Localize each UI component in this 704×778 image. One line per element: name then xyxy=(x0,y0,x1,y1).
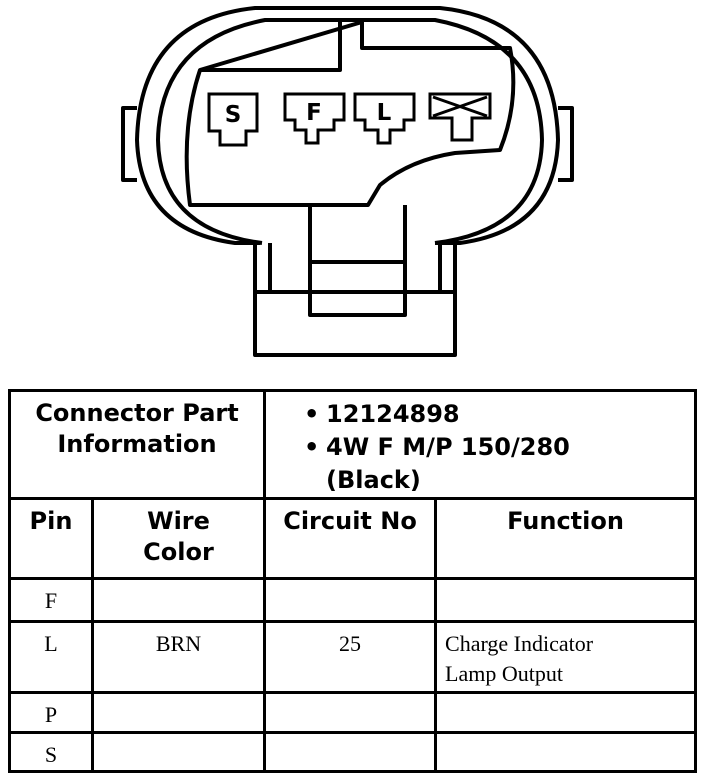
connector-part-info-heading: Connector Part Information xyxy=(7,389,267,500)
table-row: P xyxy=(8,691,698,734)
table-row: F xyxy=(8,577,698,623)
connector-part-details: •12124898 •4W F M/P 150/280(Black) xyxy=(263,389,698,500)
part-description-item: •4W F M/P 150/280(Black) xyxy=(304,431,694,497)
connector-face-diagram: S F L xyxy=(121,6,574,357)
cavity-S: S xyxy=(207,92,259,147)
wire-color-cell xyxy=(90,731,267,773)
col-header-function: Function xyxy=(434,497,698,580)
circuit-cell xyxy=(263,691,438,734)
pin-cell: F xyxy=(8,577,94,623)
cavity-S-label: S xyxy=(225,102,242,128)
cavity-L-label: L xyxy=(377,100,392,126)
part-number-item: •12124898 xyxy=(304,400,460,428)
connector-inner-shell xyxy=(156,18,544,245)
cavity-L: L xyxy=(353,92,416,145)
part-color: (Black) xyxy=(326,466,421,494)
wire-color-cell xyxy=(90,577,267,623)
cavity-housing xyxy=(184,20,516,207)
function-cell xyxy=(434,577,698,623)
lock-tab xyxy=(253,205,457,357)
part-description: 4W F M/P 150/280 xyxy=(326,433,570,461)
pin-cell: L xyxy=(8,620,94,694)
cavity-blocked xyxy=(428,92,492,142)
cavity-F-label: F xyxy=(306,100,322,126)
pin-cell: P xyxy=(8,691,94,734)
part-number: 12124898 xyxy=(326,400,460,428)
connector-part-info-row: Connector Part Information •12124898 •4W… xyxy=(7,389,698,500)
circuit-cell xyxy=(263,731,438,773)
connector-info-table: Connector Part Information •12124898 •4W… xyxy=(7,389,698,773)
wire-color-cell: BRN xyxy=(90,620,267,694)
col-header-circuit-no: Circuit No xyxy=(263,497,438,580)
left-side-latch xyxy=(121,106,137,182)
connector-outer-shell xyxy=(135,6,560,245)
cavity-F: F xyxy=(283,92,346,145)
right-side-latch xyxy=(558,106,574,182)
table-row: S xyxy=(8,731,698,773)
heading-line-1: Connector Part xyxy=(35,399,239,427)
circuit-cell: 25 xyxy=(263,620,438,694)
col-header-pin: Pin xyxy=(8,497,94,580)
blocked-cavity-x-mark xyxy=(432,95,488,118)
circuit-cell xyxy=(263,577,438,623)
heading-line-2: Information xyxy=(57,430,217,458)
pin-cell: S xyxy=(8,731,94,773)
function-cell xyxy=(434,731,698,773)
wire-color-cell xyxy=(90,691,267,734)
function-cell xyxy=(434,691,698,734)
